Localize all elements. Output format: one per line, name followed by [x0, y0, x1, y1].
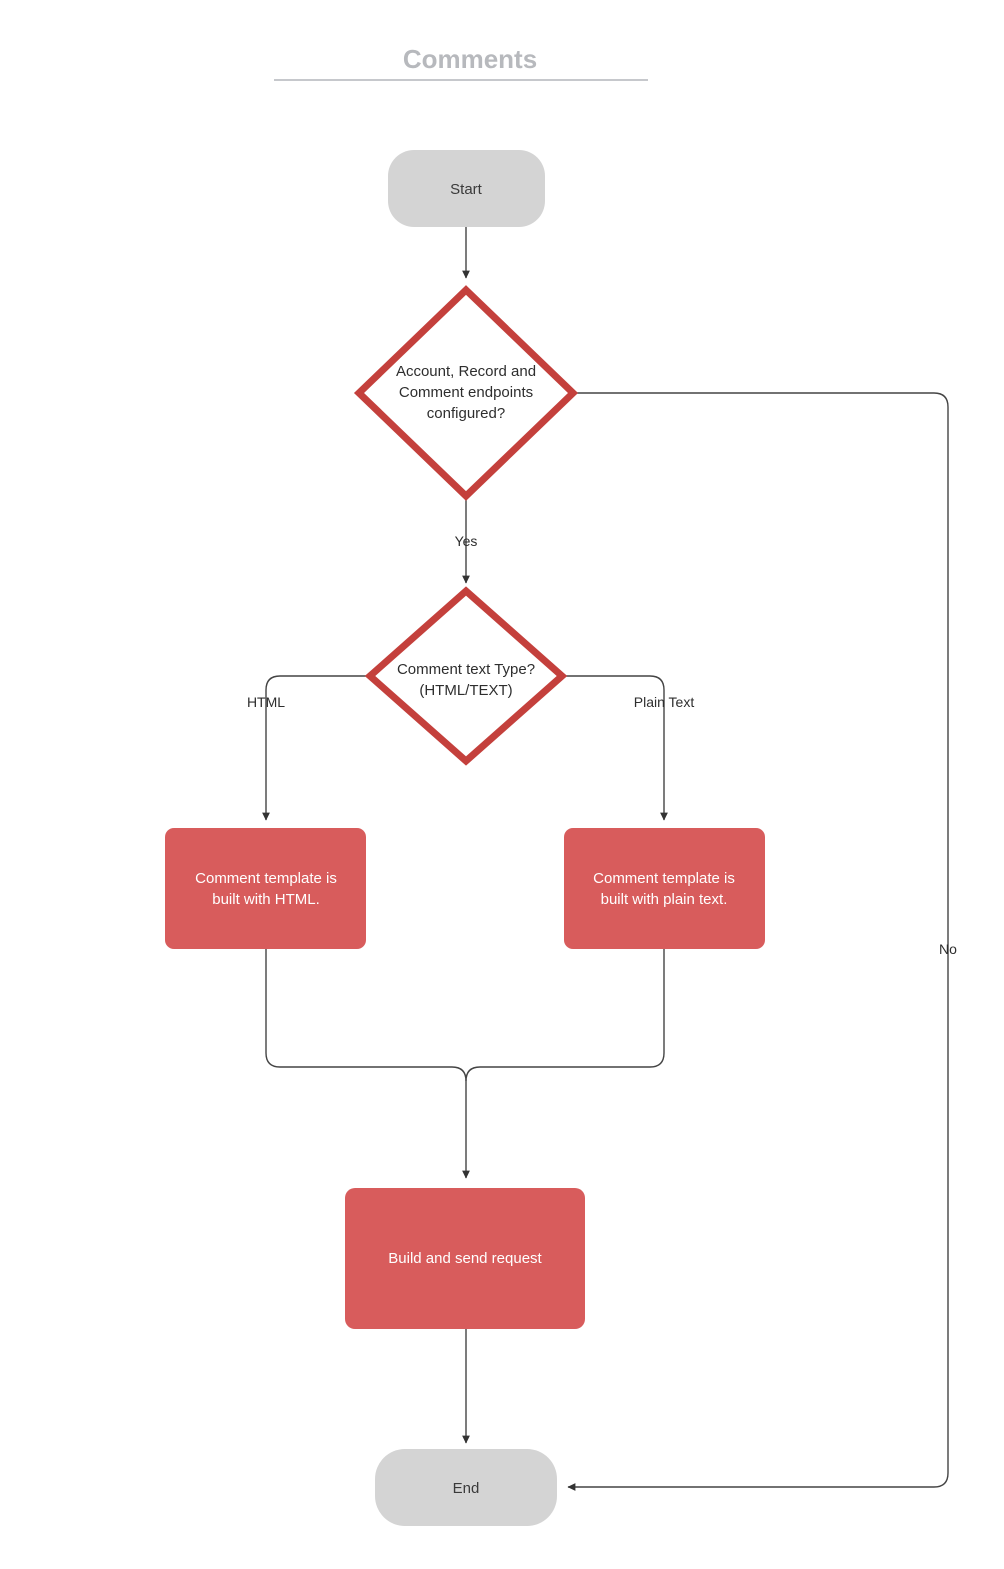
process-plain-line1: Comment template is: [593, 870, 735, 887]
start-shape: [388, 150, 545, 227]
page-title-group: Comments: [274, 44, 648, 81]
node-start[interactable]: Start: [388, 150, 545, 227]
node-end[interactable]: End: [375, 1449, 557, 1526]
edge-label-yes: Yes: [455, 533, 478, 549]
node-decision-comment-text-type[interactable]: Comment text Type? (HTML/TEXT): [364, 586, 568, 766]
decision-text-type-line2: (HTML/TEXT): [419, 682, 512, 699]
decision-endpoints-line1: Account, Record and: [396, 363, 536, 380]
decision-text-type-shape: [364, 586, 568, 766]
process-plain-shape: [564, 828, 765, 949]
edge-html-to-build: [265, 949, 470, 1179]
node-process-build-and-send-request[interactable]: Build and send request: [345, 1188, 585, 1329]
start-label: Start: [450, 181, 483, 198]
end-shape: [375, 1449, 557, 1526]
decision-endpoints-line2: Comment endpoints: [399, 384, 533, 401]
process-build-send-shape: [345, 1188, 585, 1329]
edge-plain-to-build: [465, 949, 665, 1082]
edge-label-plain-text: Plain Text: [634, 694, 695, 710]
process-build-send-line1: Build and send request: [388, 1250, 542, 1267]
node-process-comment-template-plain-text[interactable]: Comment template is built with plain tex…: [564, 828, 765, 949]
end-label: End: [453, 1480, 480, 1497]
process-html-line1: Comment template is: [195, 870, 337, 887]
edge-decision-type-plain: [566, 675, 668, 821]
decision-endpoints-shape: [353, 285, 579, 501]
edge-decision-endpoints-no: [567, 392, 949, 1491]
edge-label-no: No: [939, 941, 957, 957]
decision-text-type-line1: Comment text Type?: [397, 661, 535, 678]
edge-label-html: HTML: [247, 694, 285, 710]
edge-decision-type-html: [262, 675, 366, 821]
process-plain-line2: built with plain text.: [601, 891, 728, 908]
process-html-line2: built with HTML.: [212, 891, 320, 908]
node-decision-endpoints-configured[interactable]: Account, Record and Comment endpoints co…: [353, 285, 579, 501]
process-html-shape: [165, 828, 366, 949]
decision-endpoints-line3: configured?: [427, 405, 505, 422]
node-process-comment-template-html[interactable]: Comment template is built with HTML.: [165, 828, 366, 949]
page-title: Comments: [403, 44, 537, 74]
